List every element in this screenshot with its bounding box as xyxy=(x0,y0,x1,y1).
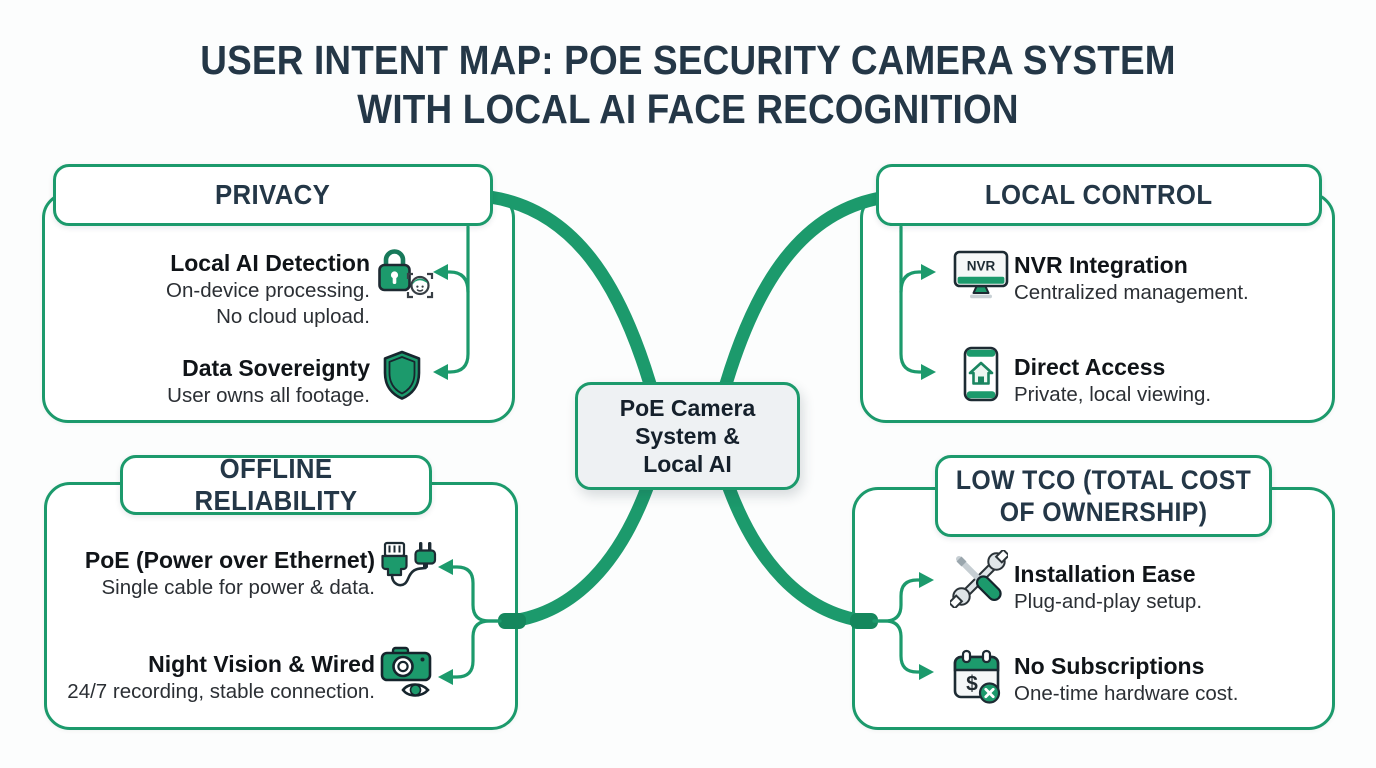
item-title: Direct Access xyxy=(1014,354,1166,380)
center-node-line-3: Local AI xyxy=(643,451,732,477)
item-title: Local AI Detection xyxy=(170,250,370,276)
curve-to-offline-reliability xyxy=(505,481,654,628)
curve-to-low-tco xyxy=(722,481,871,628)
local-control-box xyxy=(860,192,1335,423)
local-control-header-label: LOCAL CONTROL xyxy=(985,179,1213,210)
center-node-line-1: PoE Camera xyxy=(619,395,756,421)
camera-eye-icon xyxy=(380,644,434,705)
shield-icon xyxy=(381,350,423,405)
tco-item-installation-ease: Installation Ease Plug-and-play setup. xyxy=(1014,560,1324,615)
page-title-line-2: WITH LOCAL AI FACE RECOGNITION xyxy=(357,86,1019,132)
item-desc-line-1: User owns all footage. xyxy=(167,384,370,407)
item-title: PoE (Power over Ethernet) xyxy=(84,547,375,573)
low-tco-header-line-1: LOW TCO (TOTAL COST xyxy=(955,465,1252,495)
center-node-line-2: System & xyxy=(635,423,740,449)
low-tco-header-label: LOW TCO (TOTAL COST OF OWNERSHIP) xyxy=(956,464,1251,528)
privacy-header-label: PRIVACY xyxy=(215,179,331,210)
offline-reliability-box xyxy=(44,482,518,730)
item-desc-line-1: Plug-and-play setup. xyxy=(1014,590,1203,613)
center-node: PoE Camera System & Local AI xyxy=(575,382,800,490)
privacy-header: PRIVACY xyxy=(53,164,493,226)
low-tco-header: LOW TCO (TOTAL COST OF OWNERSHIP) xyxy=(935,455,1272,537)
smartphone-home-icon xyxy=(963,346,999,407)
ethernet-power-plug-icon xyxy=(378,540,438,597)
item-title: NVR Integration xyxy=(1014,252,1188,278)
offline-item-night-vision: Night Vision & Wired 24/7 recording, sta… xyxy=(58,650,375,705)
lock-face-scan-icon xyxy=(376,245,434,308)
calendar-no-fee-icon: $ xyxy=(953,648,1001,709)
crossed-tools-icon xyxy=(947,548,1011,613)
item-desc-line-1: One-time hardware cost. xyxy=(1014,682,1239,705)
local-item-nvr-integration: NVR Integration Centralized management. xyxy=(1014,251,1324,306)
nvr-monitor-icon: NVR xyxy=(953,250,1009,305)
item-title: Night Vision & Wired xyxy=(148,651,375,677)
item-title: Installation Ease xyxy=(1014,561,1196,587)
item-desc-line-1: Single cable for power & data. xyxy=(101,576,376,599)
item-desc-line-1: 24/7 recording, stable connection. xyxy=(67,680,375,703)
offline-reliability-header: OFFLINE RELIABILITY xyxy=(120,453,432,516)
privacy-item-local-ai-detection: Local AI Detection On-device processing.… xyxy=(40,249,370,330)
low-tco-header-line-2: OF OWNERSHIP) xyxy=(999,497,1208,527)
item-title: Data Sovereignty xyxy=(182,355,370,381)
offline-item-poe: PoE (Power over Ethernet) Single cable f… xyxy=(58,546,375,601)
nvr-screen-label: NVR xyxy=(967,259,996,274)
privacy-item-data-sovereignty: Data Sovereignty User owns all footage. xyxy=(40,354,370,409)
calendar-dollar-label: $ xyxy=(966,673,978,696)
local-control-header: LOCAL CONTROL xyxy=(876,164,1322,226)
item-desc-line-1: Centralized management. xyxy=(1014,281,1249,304)
item-desc-line-1: On-device processing. xyxy=(166,279,370,302)
page-title-line-1: USER INTENT MAP: POE SECURITY CAMERA SYS… xyxy=(200,37,1176,83)
tco-item-no-subscriptions: No Subscriptions One-time hardware cost. xyxy=(1014,652,1324,707)
page-title: USER INTENT MAP: POE SECURITY CAMERA SYS… xyxy=(69,36,1307,134)
item-title: No Subscriptions xyxy=(1014,653,1205,679)
item-desc-line-1: Private, local viewing. xyxy=(1014,383,1212,406)
item-desc-line-2: No cloud upload. xyxy=(216,305,370,328)
offline-reliability-header-label: OFFLINE RELIABILITY xyxy=(194,453,358,516)
local-item-direct-access: Direct Access Private, local viewing. xyxy=(1014,353,1324,408)
